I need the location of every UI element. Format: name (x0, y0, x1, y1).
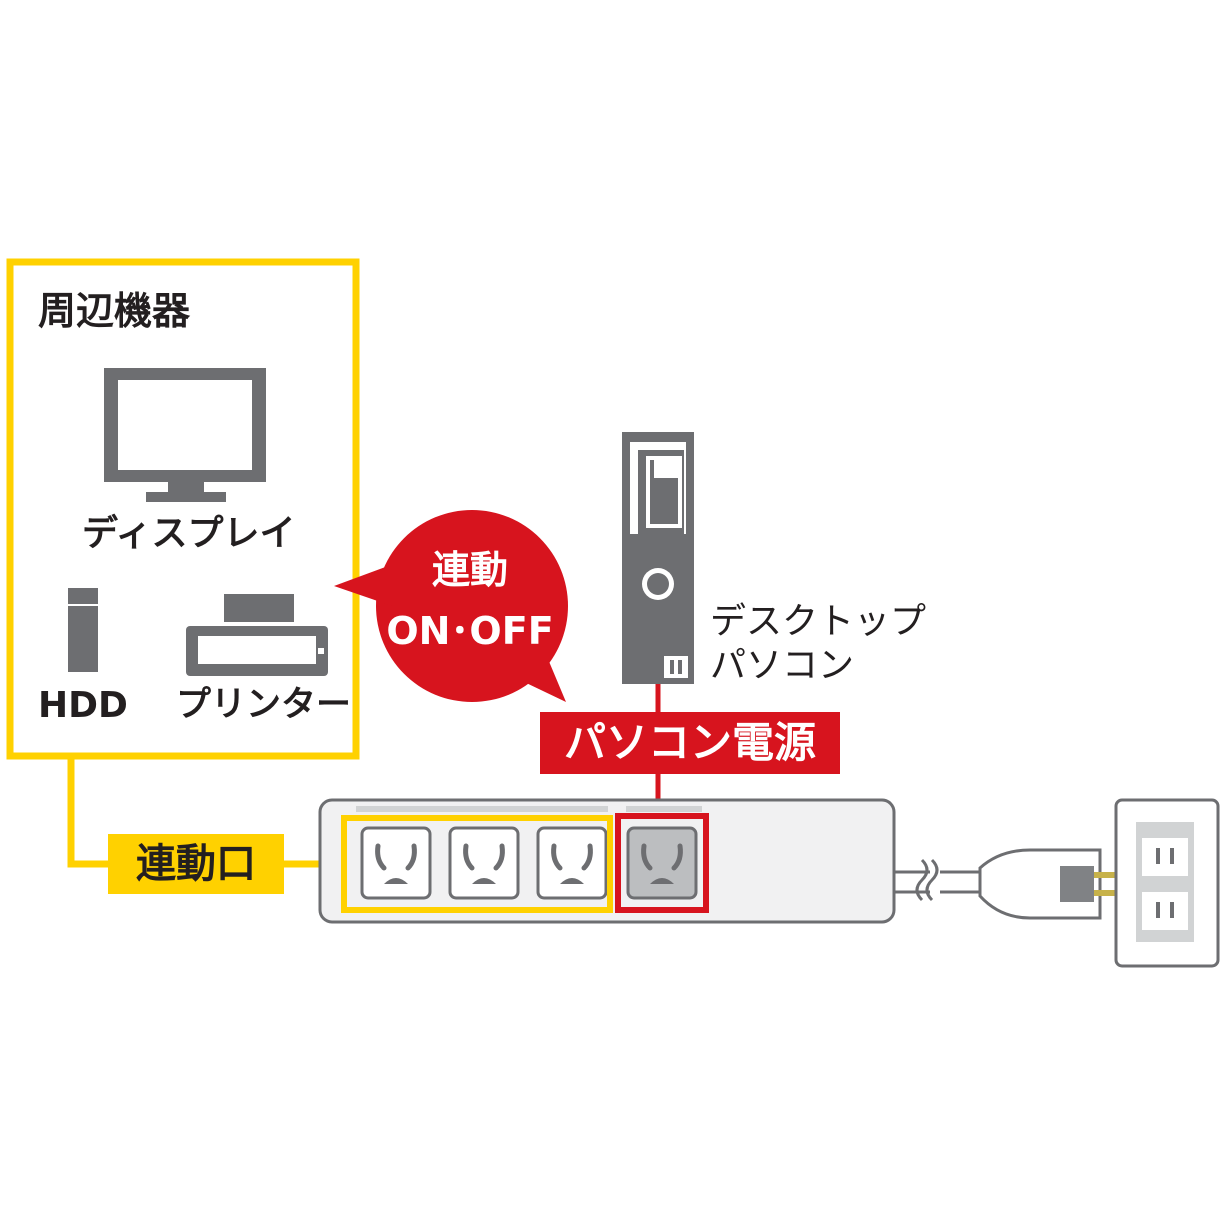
bubble-text-group: 連動 ON･OFF (380, 0, 560, 1224)
peripherals-connector-line (71, 756, 108, 864)
power-cord (894, 860, 980, 900)
desktop-label-line2: パソコン (710, 648, 854, 684)
pc-power-outlet (628, 828, 696, 898)
pc-power-label: パソコン電源 (540, 712, 840, 774)
linked-port-label: 連動口 (108, 834, 284, 894)
hdd-label: HDD (38, 688, 128, 724)
display-label: ディスプレイ (82, 516, 295, 552)
wall-outlet-icon (1116, 800, 1218, 966)
peripherals-title: 周辺機器 (38, 292, 190, 330)
display-icon (104, 368, 266, 502)
hdd-icon (68, 588, 98, 672)
printer-icon (186, 594, 328, 676)
bubble-line2: ON･OFF (380, 612, 560, 650)
desktop-pc-icon (622, 432, 694, 684)
bubble-line1: 連動 (380, 551, 560, 589)
desktop-label-line1: デスクトップ (710, 604, 926, 640)
peripherals-frame (10, 262, 356, 756)
printer-label: プリンター (176, 688, 351, 723)
